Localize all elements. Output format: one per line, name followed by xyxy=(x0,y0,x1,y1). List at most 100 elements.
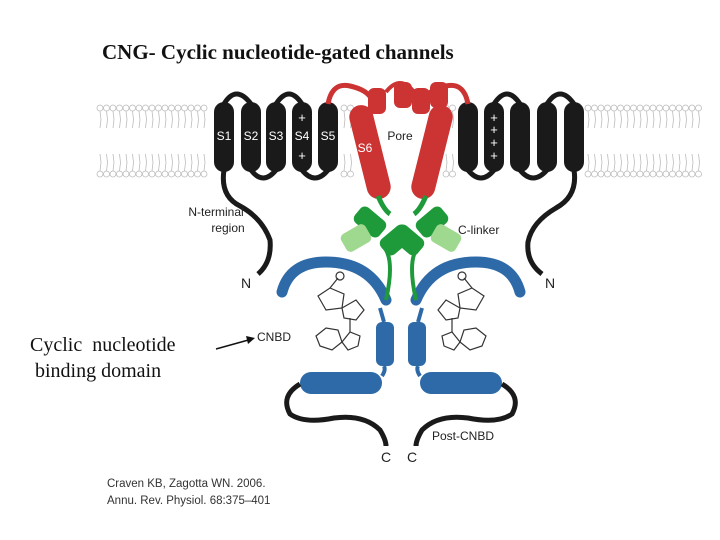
label-n-right: N xyxy=(545,275,555,291)
lipid-tail xyxy=(132,110,134,129)
helix-s5 xyxy=(318,102,338,172)
lipid-tail xyxy=(659,110,661,129)
lipid-head xyxy=(649,170,657,178)
lipid-head xyxy=(194,170,201,178)
lipid-tail xyxy=(99,110,102,129)
pore-helix-right-1 xyxy=(412,88,430,114)
lipid-tail xyxy=(665,153,668,172)
lipid-head xyxy=(122,170,130,178)
lipid-tail xyxy=(452,110,454,129)
lipid-head xyxy=(135,104,143,112)
plus-s4-top: + xyxy=(298,110,306,125)
lipid-tail xyxy=(177,153,180,172)
lipid-head xyxy=(630,170,637,178)
n-terminal-chain xyxy=(220,169,273,276)
lipid-tail xyxy=(125,110,128,129)
lipid-tail xyxy=(626,153,629,172)
lipid-tail xyxy=(639,110,642,129)
lipid-head xyxy=(643,170,650,178)
cnbd-caption: Cyclic nucleotide binding domain xyxy=(30,332,176,384)
lipid-tail xyxy=(171,110,173,129)
lipid-head xyxy=(636,104,644,112)
lipid-head xyxy=(636,170,644,178)
lipid-tail xyxy=(197,153,199,172)
cnbd-helix-b-right xyxy=(408,322,426,366)
lipid-tail xyxy=(350,153,352,172)
lipid-tail xyxy=(184,110,186,129)
label-s3: S3 xyxy=(269,129,284,143)
lipid-head xyxy=(682,104,689,112)
c-linker-helix-a xyxy=(353,206,387,238)
label-c-linker: C-linker xyxy=(458,223,499,237)
lipid-tail xyxy=(626,110,629,129)
c-linker-helix-d xyxy=(391,224,425,256)
lipid-head xyxy=(591,104,598,112)
lipid-tail xyxy=(197,110,199,129)
citation-line2: Annu. Rev. Physiol. 68:375–401 xyxy=(107,495,271,507)
label-n-terminal: N-terminal xyxy=(188,205,243,219)
cgmp-ligand-left xyxy=(315,271,365,351)
slide-title: CNG- Cyclic nucleotide-gated channels xyxy=(102,40,454,64)
lipid-tail xyxy=(158,153,160,172)
lipid-tail xyxy=(99,153,102,172)
label-s5: S5 xyxy=(321,129,336,143)
cgmp-ligand-right xyxy=(437,271,487,351)
cnbd-helix-c-left xyxy=(300,372,382,394)
s4-s5-loop xyxy=(300,168,330,181)
lipid-head xyxy=(129,104,136,112)
lipid-head xyxy=(442,170,450,178)
pore-helix-left-2 xyxy=(394,82,412,108)
cnbd-left-arc xyxy=(276,256,392,306)
pore-helix-left-1 xyxy=(368,88,386,114)
lipid-tail xyxy=(672,153,674,172)
lipid-tail xyxy=(106,110,108,129)
s2-s3-loop xyxy=(249,168,278,181)
lipid-head xyxy=(630,104,637,112)
lipid-tail xyxy=(587,110,590,129)
cnbd-pointer-arrow xyxy=(215,338,253,350)
lipid-tail xyxy=(678,110,681,129)
lipid-tail xyxy=(620,110,622,129)
pore-region xyxy=(325,81,471,199)
lipid-tail xyxy=(343,110,346,129)
lipid-head xyxy=(675,104,683,112)
lipid-head xyxy=(187,104,195,112)
label-region: region xyxy=(211,221,244,235)
lipid-tail xyxy=(138,153,141,172)
s1-s2-loop xyxy=(221,91,253,106)
lipid-tail xyxy=(343,153,346,172)
lipid-head xyxy=(604,170,611,178)
citation-line1: Craven KB, Zagotta WN. 2006. xyxy=(107,478,266,490)
lipid-head xyxy=(161,170,169,178)
lipid-head xyxy=(617,104,624,112)
label-s1: S1 xyxy=(217,129,232,143)
lipid-head xyxy=(643,104,650,112)
r-s4-s3-loop xyxy=(491,91,523,106)
lipid-tail xyxy=(203,110,206,129)
helix-s2 xyxy=(241,102,261,172)
helix-s6-right xyxy=(411,105,453,199)
post-cnbd-left xyxy=(284,381,389,447)
lipid-head xyxy=(187,170,195,178)
helix-s1 xyxy=(214,102,234,172)
cnbd-pointer-arrowhead xyxy=(246,336,255,344)
citation: Craven KB, Zagotta WN. 2006. Annu. Rev. … xyxy=(107,476,270,510)
lipid-head xyxy=(200,170,208,178)
lipid-head xyxy=(168,104,175,112)
lipid-tail xyxy=(138,110,141,129)
lipid-tail xyxy=(639,153,642,172)
lipid-head xyxy=(116,170,123,178)
r-s5-s4-loop xyxy=(466,168,496,181)
lipid-head xyxy=(142,104,149,112)
lipid-tail xyxy=(106,153,108,172)
lipid-head xyxy=(103,170,110,178)
helix-r-s4 xyxy=(484,102,504,172)
lipid-head xyxy=(656,104,663,112)
lipid-head xyxy=(109,170,117,178)
post-cnbd-right xyxy=(413,381,518,447)
label-c-left: C xyxy=(381,449,391,465)
lipid-tail xyxy=(659,153,661,172)
pore-helix-right-2 xyxy=(430,82,448,108)
lipid-tail xyxy=(151,110,154,129)
helix-r-s3 xyxy=(510,102,530,172)
